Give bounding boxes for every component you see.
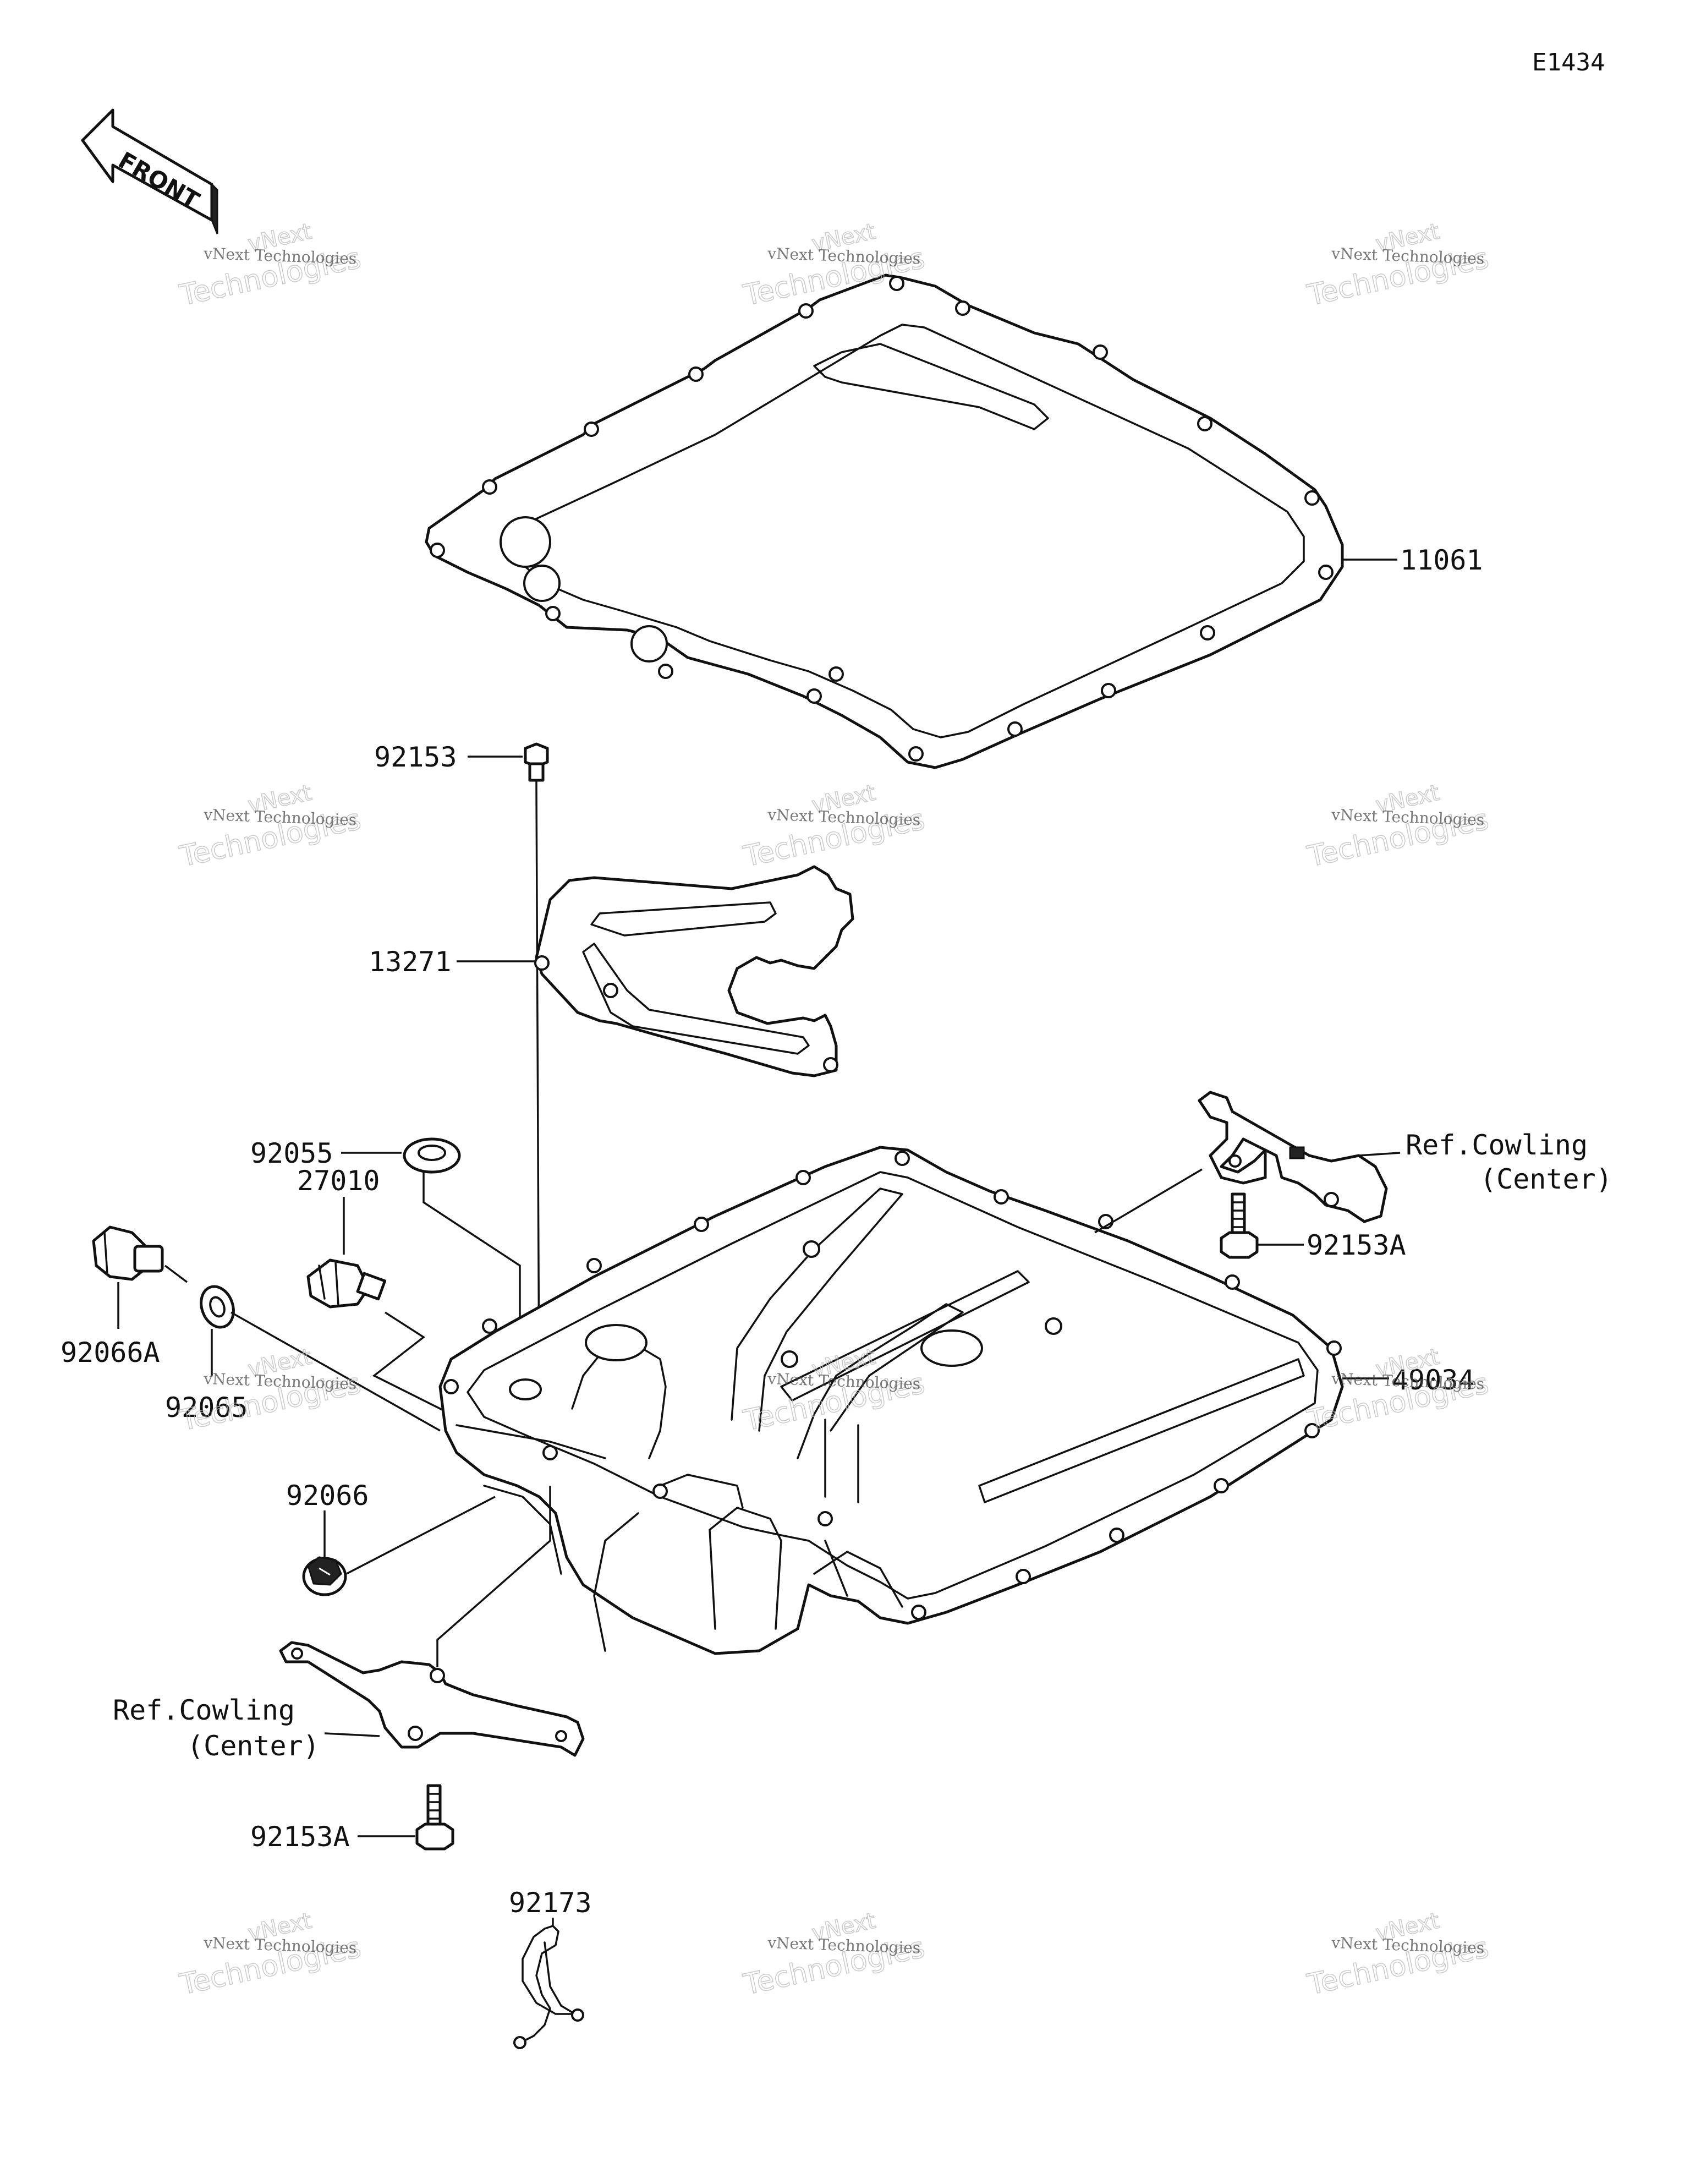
cowling-bracket-left: Ref.Cowling (Center) bbox=[113, 1486, 585, 1762]
cowling-bracket-right: Ref.Cowling (Center) bbox=[1094, 1091, 1612, 1234]
ref-cowling-right-line1: Ref.Cowling bbox=[1406, 1129, 1588, 1161]
callout-27010: 27010 bbox=[297, 1165, 380, 1197]
callout-11061: 11061 bbox=[1400, 544, 1483, 576]
callout-92153a-left: 92153A bbox=[250, 1821, 350, 1853]
ref-cowling-left-line1: Ref.Cowling bbox=[113, 1694, 295, 1726]
watermark: Technologies vNext vNext Technologies bbox=[176, 780, 364, 874]
watermark: Technologies vNext vNext Technologies bbox=[740, 780, 928, 874]
watermark: Technologies vNext vNext Technologies bbox=[176, 218, 364, 313]
diagram-code: E1434 bbox=[1532, 48, 1605, 76]
plug-92066: 92066 bbox=[286, 1480, 496, 1596]
bolt-92153a-left: 92153A bbox=[250, 1784, 454, 1853]
callout-92173: 92173 bbox=[509, 1887, 592, 1919]
gasket-11061: 11061 bbox=[425, 273, 1483, 769]
oil-pressure-switch-27010: 27010 bbox=[297, 1165, 452, 1415]
ref-cowling-right-line2: (Center) bbox=[1480, 1163, 1612, 1195]
bolt-92153: 92153 bbox=[374, 741, 549, 1387]
bolt-92153a-right: 92153A bbox=[1220, 1192, 1406, 1261]
watermark: Technologies vNext vNext Technologies bbox=[1304, 780, 1492, 874]
ref-cowling-left-line2: (Center) bbox=[187, 1730, 320, 1762]
watermark: Technologies vNext vNext Technologies bbox=[740, 1908, 928, 2002]
front-arrow-icon: FRONT bbox=[81, 108, 218, 234]
callout-49034: 49034 bbox=[1392, 1364, 1475, 1396]
oil-pan-49034: 49034 bbox=[438, 1146, 1475, 1655]
callout-92066a: 92066A bbox=[61, 1337, 160, 1369]
drain-plug-92066a: 92066A bbox=[61, 1225, 188, 1369]
watermark: Technologies vNext vNext Technologies bbox=[1304, 218, 1492, 313]
callout-92065: 92065 bbox=[165, 1392, 248, 1424]
washer-92065: 92065 bbox=[165, 1285, 441, 1432]
callout-92066: 92066 bbox=[286, 1480, 369, 1512]
callout-92153a-right: 92153A bbox=[1307, 1229, 1406, 1261]
watermark: Technologies vNext vNext Technologies bbox=[176, 1908, 364, 2002]
callout-92153: 92153 bbox=[374, 741, 457, 773]
watermark: Technologies vNext vNext Technologies bbox=[1304, 1908, 1492, 2002]
grommet-92055: 92055 bbox=[250, 1137, 521, 1370]
clamp-92173: 92173 bbox=[509, 1887, 592, 2049]
watermark: Technologies vNext vNext Technologies bbox=[176, 1344, 364, 1438]
callout-92055: 92055 bbox=[250, 1137, 333, 1169]
baffle-plate-13271: 13271 bbox=[369, 865, 854, 1077]
callout-13271: 13271 bbox=[369, 946, 452, 978]
